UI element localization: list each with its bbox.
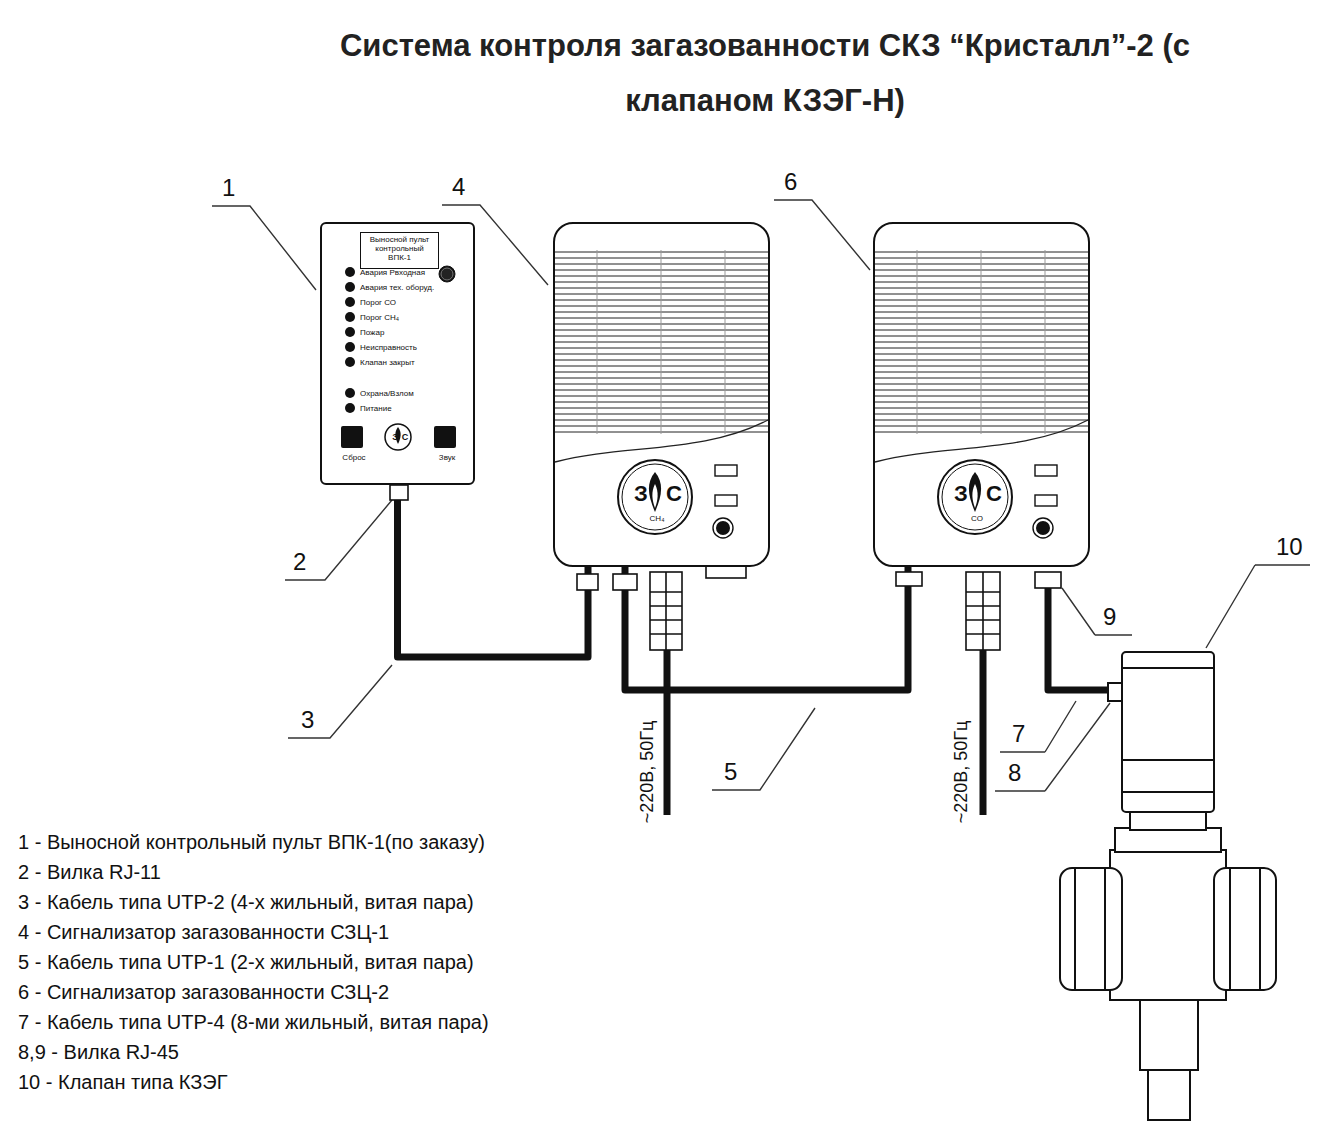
callout-number: 6 xyxy=(784,168,797,197)
logo-letter: С xyxy=(402,433,409,443)
callout-number: 8 xyxy=(1008,759,1021,788)
vent-grille xyxy=(555,250,768,434)
indicator-label: Пожар xyxy=(360,329,384,338)
callout-number: 9 xyxy=(1103,603,1116,632)
panel-title-box: Выносной пульт контрольный ВПК-1 xyxy=(360,232,439,269)
vent-grille xyxy=(875,250,1088,434)
indicator-label: Сброс xyxy=(342,454,365,463)
callout-number: 4 xyxy=(452,173,465,202)
indicator-label: Клапан закрыт xyxy=(360,359,415,368)
key-entry: 8,9 - Вилка RJ-45 xyxy=(18,1040,179,1064)
key-entry: 1 - Выносной контрольный пульт ВПК-1(по … xyxy=(18,830,485,854)
panel-title: Выносной пульт контрольный ВПК-1 xyxy=(361,233,438,265)
valve-cable xyxy=(1048,588,1112,690)
logo-letter: З xyxy=(634,482,648,506)
gas-detector: ЗССО xyxy=(873,222,1090,567)
callout-number: 1 xyxy=(222,174,235,203)
valve xyxy=(1060,652,1276,1120)
indicator-label: Питание xyxy=(360,405,392,414)
power-label: ~220В, 50Гц xyxy=(951,721,973,824)
indicator-label: Авария тех. оборуд. xyxy=(360,284,434,293)
indicator-label: Охрана/Взлом xyxy=(360,390,414,399)
indicator-label: Порог СО xyxy=(360,299,396,308)
key-entry: 2 - Вилка RJ-11 xyxy=(18,860,161,884)
callout-number: 10 xyxy=(1276,533,1303,562)
logo-letter: С xyxy=(666,482,682,506)
callout-number: 2 xyxy=(293,548,306,577)
control-panel: Авария РвходнаяАвария тех. оборуд. Порог … xyxy=(320,222,475,485)
indicator-label: СН₄ xyxy=(650,515,665,524)
logo-letter: З xyxy=(392,433,398,443)
callout-number: 5 xyxy=(724,758,737,787)
indicator-label: Авария Рвходная xyxy=(360,269,425,278)
indicator-label: СО xyxy=(971,515,983,524)
logo-letter: С xyxy=(986,482,1002,506)
diagram-title: Система контроля загазованности СКЗ “Кри… xyxy=(290,18,1240,128)
indicator-label: Звук xyxy=(439,454,455,463)
callout-number: 7 xyxy=(1012,720,1025,749)
logo-letter: З xyxy=(954,482,968,506)
indicator-label: Неисправность xyxy=(360,344,417,353)
power-label: ~220В, 50Гц xyxy=(637,721,659,824)
callout-number: 3 xyxy=(301,706,314,735)
power-wires xyxy=(667,645,983,815)
key-entry: 5 - Кабель типа UTP-1 (2-х жильный, вита… xyxy=(18,950,474,974)
key-entry: 6 - Сигнализатор загазованности СЗЦ-2 xyxy=(18,980,389,1004)
key-entry: 7 - Кабель типа UTP-4 (8-ми жильный, вит… xyxy=(18,1010,489,1034)
indicator-label: Порог СН₄ xyxy=(360,314,399,323)
gas-detector: ЗССН₄ xyxy=(553,222,770,567)
key-entry: 10 - Клапан типа КЗЭГ xyxy=(18,1070,228,1094)
cable xyxy=(625,567,908,690)
key-entry: 3 - Кабель типа UTP-2 (4-х жильный, вита… xyxy=(18,890,474,914)
key-entry: 4 - Сигнализатор загазованности СЗЦ-1 xyxy=(18,920,389,944)
